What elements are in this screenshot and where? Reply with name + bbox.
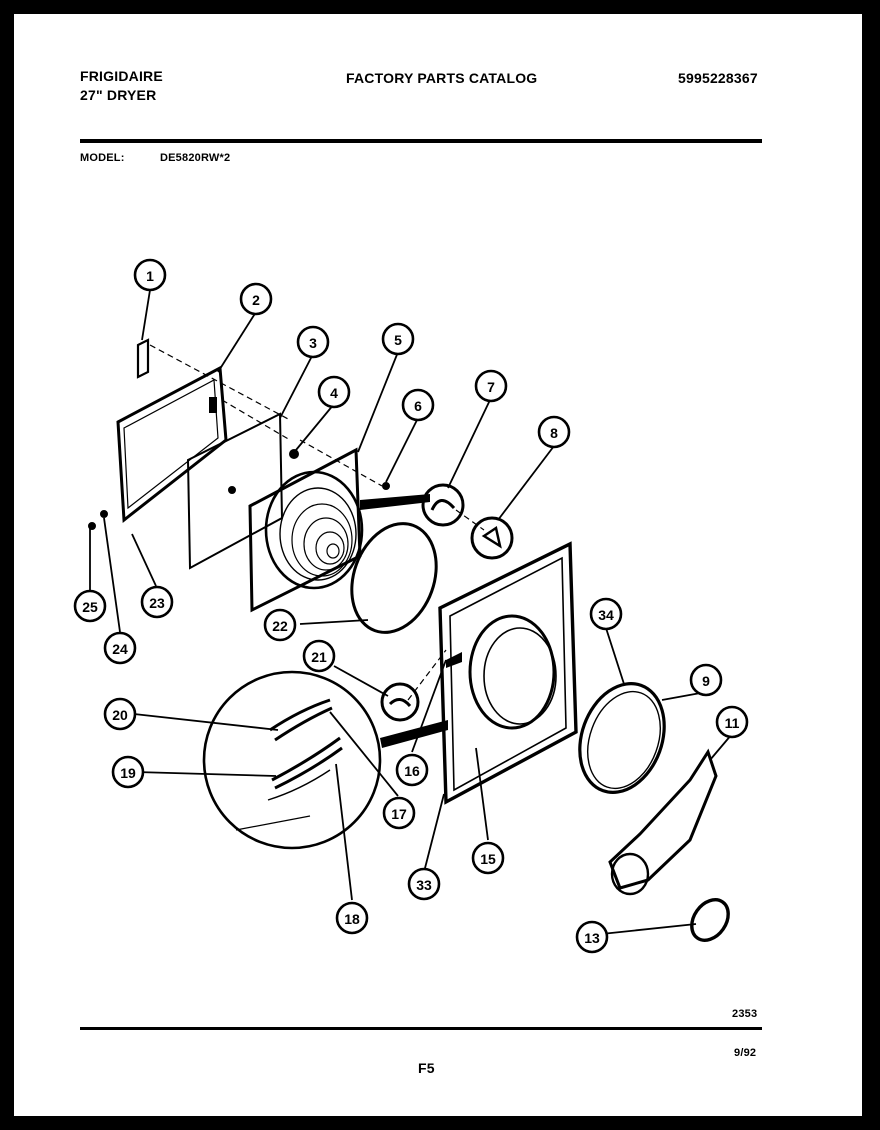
callout-2: 2 xyxy=(239,282,273,316)
callout-label: 25 xyxy=(82,599,98,615)
drawing-number: 2353 xyxy=(732,1008,758,1020)
callout-label: 1 xyxy=(146,268,154,284)
callout-20: 20 xyxy=(103,697,137,731)
callout-label: 20 xyxy=(112,707,128,723)
part-13-ring xyxy=(690,898,730,942)
catalog-title: FACTORY PARTS CATALOG xyxy=(346,70,538,86)
detail-magnifier xyxy=(202,670,382,850)
part-6-screw xyxy=(382,482,390,490)
model-label: MODEL: xyxy=(80,152,125,164)
callout-4: 4 xyxy=(317,375,351,409)
part-11-handle xyxy=(608,748,718,890)
callout-23: 23 xyxy=(140,585,174,619)
callout-1: 1 xyxy=(133,258,167,292)
callout-15: 15 xyxy=(471,841,505,875)
callout-label: 3 xyxy=(309,335,317,351)
callout-label: 33 xyxy=(416,877,432,893)
callout-label: 19 xyxy=(120,765,136,781)
callout-13: 13 xyxy=(575,920,609,954)
callout-label: 7 xyxy=(487,379,495,395)
product-name: 27" DRYER xyxy=(80,87,157,103)
part-4-fastener xyxy=(289,449,299,459)
callout-label: 5 xyxy=(394,332,402,348)
callout-label: 9 xyxy=(702,673,710,689)
callout-label: 18 xyxy=(344,911,360,927)
callout-7: 7 xyxy=(474,369,508,403)
callout-label: 4 xyxy=(330,385,338,401)
page-label: F5 xyxy=(418,1060,435,1076)
part-33-door-frame xyxy=(438,541,578,805)
callout-label: 34 xyxy=(598,607,614,623)
revision-date: 9/92 xyxy=(734,1047,757,1059)
callout-17: 17 xyxy=(382,796,416,830)
callout-19: 19 xyxy=(111,755,145,789)
header-rule xyxy=(80,139,762,143)
callout-label: 15 xyxy=(480,851,496,867)
callout-24: 24 xyxy=(103,631,137,665)
part-22-gasket xyxy=(350,522,438,634)
callout-3: 3 xyxy=(296,325,330,359)
callout-label: 23 xyxy=(149,595,165,611)
callout-label: 16 xyxy=(404,763,420,779)
callout-33: 33 xyxy=(407,867,441,901)
callout-18: 18 xyxy=(335,901,369,935)
callout-label: 11 xyxy=(725,715,740,731)
callout-label: 6 xyxy=(414,398,422,414)
callout-6: 6 xyxy=(401,388,435,422)
callout-25: 25 xyxy=(73,589,107,623)
callout-label: 2 xyxy=(252,292,260,308)
callout-5: 5 xyxy=(381,322,415,356)
part-1-bracket xyxy=(136,338,150,379)
callout-label: 22 xyxy=(272,618,288,634)
footer-rule xyxy=(80,1027,762,1030)
callout-label: 24 xyxy=(112,641,128,657)
callout-16: 16 xyxy=(395,753,429,787)
part-34-ring xyxy=(578,682,666,794)
callout-label: 21 xyxy=(311,649,327,665)
model-value: DE5820RW*2 xyxy=(160,152,231,164)
callout-label: 17 xyxy=(391,806,407,822)
callout-11: 11 xyxy=(715,705,749,739)
callout-22: 22 xyxy=(263,608,297,642)
callout-21: 21 xyxy=(302,639,336,673)
callout-9: 9 xyxy=(689,663,723,697)
callout-8: 8 xyxy=(537,415,571,449)
brand-name: FRIGIDAIRE xyxy=(80,68,163,84)
callout-34: 34 xyxy=(589,597,623,631)
callout-label: 8 xyxy=(550,425,558,441)
catalog-number: 5995228367 xyxy=(678,70,758,86)
callout-label: 13 xyxy=(584,930,600,946)
